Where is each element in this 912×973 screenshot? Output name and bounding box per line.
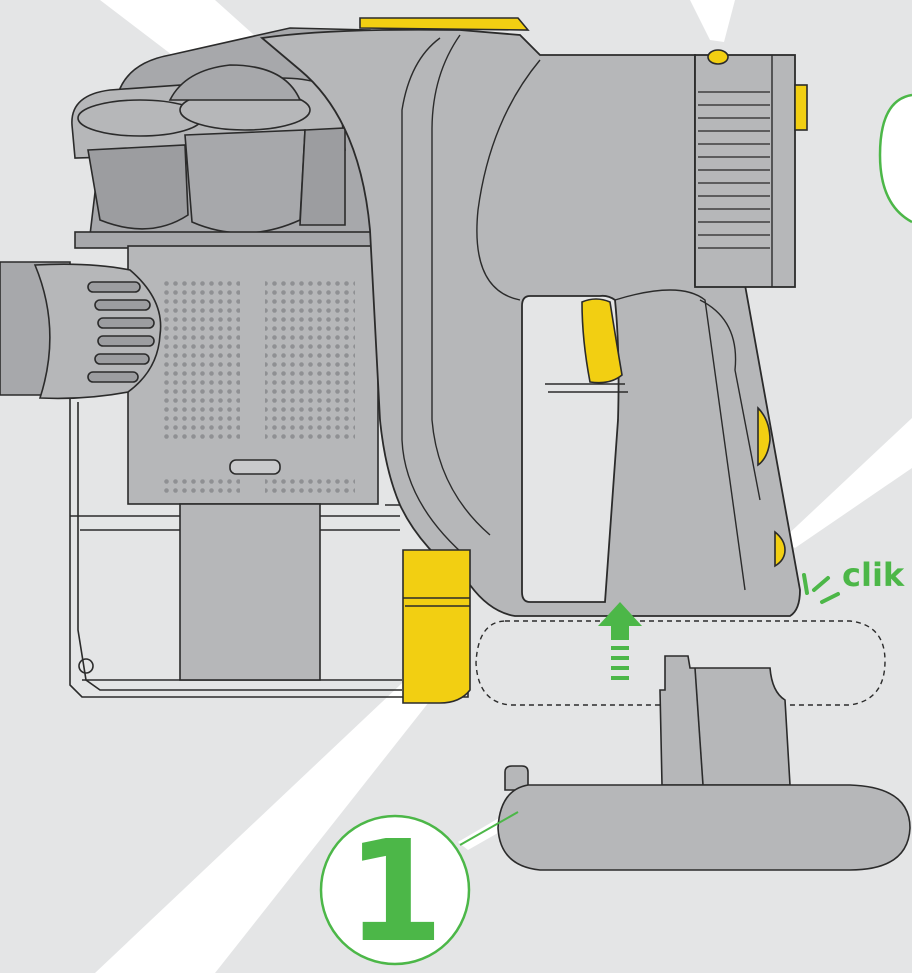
bin-core-column <box>179 503 321 681</box>
top-yellow-tab <box>359 17 530 31</box>
light-beam-top-right <box>690 0 735 42</box>
battery-stem <box>659 655 791 786</box>
light-beam-right <box>782 418 912 548</box>
motor-exhaust-fins <box>698 80 770 260</box>
shroud-latch-slot <box>229 459 281 475</box>
click-label: clik <box>842 556 905 594</box>
click-line-2 <box>812 576 830 592</box>
battery-stem-line <box>694 667 704 786</box>
bin-release-button <box>78 658 94 674</box>
battery-clip <box>504 765 529 791</box>
arrow-dash-4 <box>611 676 629 680</box>
arrow-shaft <box>611 626 629 640</box>
shroud-mesh-right <box>265 278 355 440</box>
click-line-3 <box>820 592 840 604</box>
inlet-collar <box>33 263 162 400</box>
light-beam-bottom-left <box>95 668 440 973</box>
top-yellow-button <box>707 49 729 65</box>
arrow-head-icon <box>598 602 642 626</box>
bin-release-catch <box>402 549 471 704</box>
arrow-dash-2 <box>611 656 629 660</box>
trigger-body <box>581 298 623 384</box>
body-inner-contour-2 <box>431 34 491 536</box>
battery-ghost-outline <box>475 620 886 706</box>
main-body <box>259 28 801 617</box>
cyclone-ring <box>168 64 302 101</box>
step-callout-pointer <box>459 811 519 846</box>
insert-arrow <box>598 602 642 680</box>
side-yellow-tab <box>794 84 808 131</box>
wand-inlet <box>0 261 162 400</box>
cyclone-cone-right <box>299 127 346 226</box>
mid-yellow-button <box>757 406 771 467</box>
partial-callout-circle <box>878 93 912 224</box>
step-callout: 1 <box>319 811 519 973</box>
lower-yellow-button <box>774 530 786 568</box>
handle-grip-contour-2 <box>699 299 761 501</box>
trigger <box>545 298 628 393</box>
handle-grip-contour <box>614 289 746 591</box>
step-circle <box>319 814 471 966</box>
body-inner-contour <box>401 37 471 561</box>
step-number: 1 <box>346 811 443 973</box>
arrow-dash-1 <box>611 646 629 650</box>
motor-curve <box>476 59 541 301</box>
click-sound-lines <box>802 573 840 604</box>
click-line-1 <box>802 573 809 595</box>
inlet-grip-ridges <box>87 281 155 383</box>
battery-pack <box>497 655 911 871</box>
yellow-accents <box>359 17 808 704</box>
arrow-dash-3 <box>611 666 629 670</box>
cyclone-cone-left <box>87 144 189 230</box>
battery-body <box>497 784 911 871</box>
shroud-mesh-left <box>160 278 240 440</box>
cyclone-cone-mid <box>184 129 306 234</box>
shroud-mesh-bottom-right <box>265 476 355 496</box>
shroud-mesh-bottom-left <box>160 476 240 496</box>
